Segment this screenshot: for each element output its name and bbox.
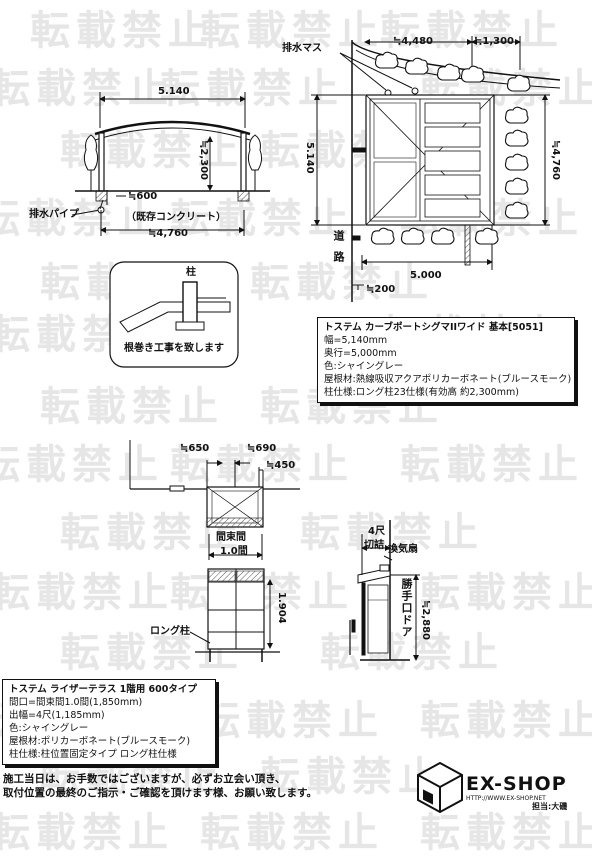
carport-post-offset: ≒600 — [128, 191, 158, 202]
carport-width-top: 5.140 — [158, 86, 190, 97]
carport-spec-line: 幅=5,140mm — [324, 335, 388, 346]
carport-plan — [311, 36, 561, 302]
road-label: 道路 — [332, 230, 345, 272]
drain-basin-label: 排水マス — [282, 43, 322, 54]
exshop-logo-icon — [417, 761, 463, 814]
carport-height: ≒2,300 — [198, 140, 209, 181]
carport-spec-line: 屋根材:熱線吸収アクアポリカーボネート(ブルースモーク) — [324, 374, 572, 385]
post-label: 柱 — [186, 267, 196, 278]
terrace-height-2880: ≒2,880 — [420, 600, 431, 641]
terrace-spec-line: 出幅=4尺(1,185mm) — [9, 710, 105, 721]
terrace-side-elevation — [349, 520, 420, 661]
cut-label: 切詰 — [364, 540, 384, 551]
footer-line-2: 取付位置の最終のご指示・ご確認を頂けます様、お願い致します。 — [3, 787, 317, 799]
drain-pipe-label: 排水パイプ — [29, 209, 79, 220]
footer-note: 施工当日は、お手数ではございますが、必ずお立会い頂き、 取付位置の最終のご指示・… — [3, 772, 317, 800]
vent-fan-label: 換気扇 — [388, 544, 418, 555]
terrace-spec-title: トステム ライザーテラス 1階用 600タイプ — [9, 684, 197, 695]
post-detail — [109, 261, 239, 368]
terrace-dim-450: ≒450 — [266, 460, 296, 471]
four-shaku-label: 4尺 — [368, 526, 385, 537]
kankan-label: 間束間 — [216, 532, 246, 543]
kankan-value: 1.0間 — [220, 546, 248, 557]
plan-left-dim: 5.140 — [304, 142, 315, 174]
terrace-front-elevation — [189, 534, 280, 662]
terrace-dim-690: ≒690 — [247, 443, 277, 454]
terrace-plan — [129, 440, 300, 528]
plan-top-dim-b: ≒1,300 — [474, 36, 515, 47]
terrace-spec-line: 間口=間束間1.0間(1,850mm) — [9, 697, 143, 708]
terrace-spec-line: 屋根材:ポリカーボネート(ブルースモーク) — [9, 736, 191, 747]
terrace-spec-line: 柱仕様:柱位置固定タイプ ロング柱仕様 — [9, 749, 177, 760]
carport-spec-line: 奥行=5,000mm — [324, 348, 397, 359]
brand-staff: 担当:大磯 — [532, 802, 568, 811]
terrace-height-1904: 1.904 — [276, 592, 287, 624]
carport-spec-title: トステム カーブポートシグマIIワイド 基本[5051] — [324, 322, 543, 333]
plan-top-dim-a: ≒4,480 — [393, 36, 434, 47]
brand-url: HTTP://WWW.EX-SHOP.NET — [466, 795, 546, 802]
carport-elevation — [71, 92, 270, 236]
plan-bottom-left-dim: ≒200 — [366, 284, 396, 295]
plan-right-dim: ≒4,760 — [550, 140, 561, 181]
terrace-spec-box: トステム ライザーテラス 1階用 600タイプ 間口=間束間1.0間(1,850… — [2, 679, 216, 765]
plan-bottom-dim: 5.000 — [410, 270, 442, 281]
drawing-sheet — [71, 36, 561, 814]
carport-spec-line: 柱仕様:ロング柱23仕様(有効高 約2,300mm) — [324, 387, 519, 398]
foundation-note: 根巻き工事を致します — [124, 343, 224, 354]
existing-concrete-label: （既存コンクリート） — [126, 212, 226, 223]
brand-name: EX-SHOP — [466, 773, 567, 795]
carport-span-bottom: ≒4,760 — [148, 228, 189, 239]
long-post-label: ロング柱 — [150, 626, 190, 637]
carport-spec-box: トステム カーブポートシグマIIワイド 基本[5051] 幅=5,140mm 奥… — [317, 317, 575, 403]
terrace-dim-650: ≒650 — [180, 443, 210, 454]
carport-spec-line: 色:シャイングレー — [324, 361, 404, 372]
terrace-spec-line: 色:シャイングレー — [9, 723, 89, 734]
footer-line-1: 施工当日は、お手数ではございますが、必ずお立会い頂き、 — [3, 773, 286, 785]
back-door-label: 勝手口ドア — [400, 578, 413, 638]
